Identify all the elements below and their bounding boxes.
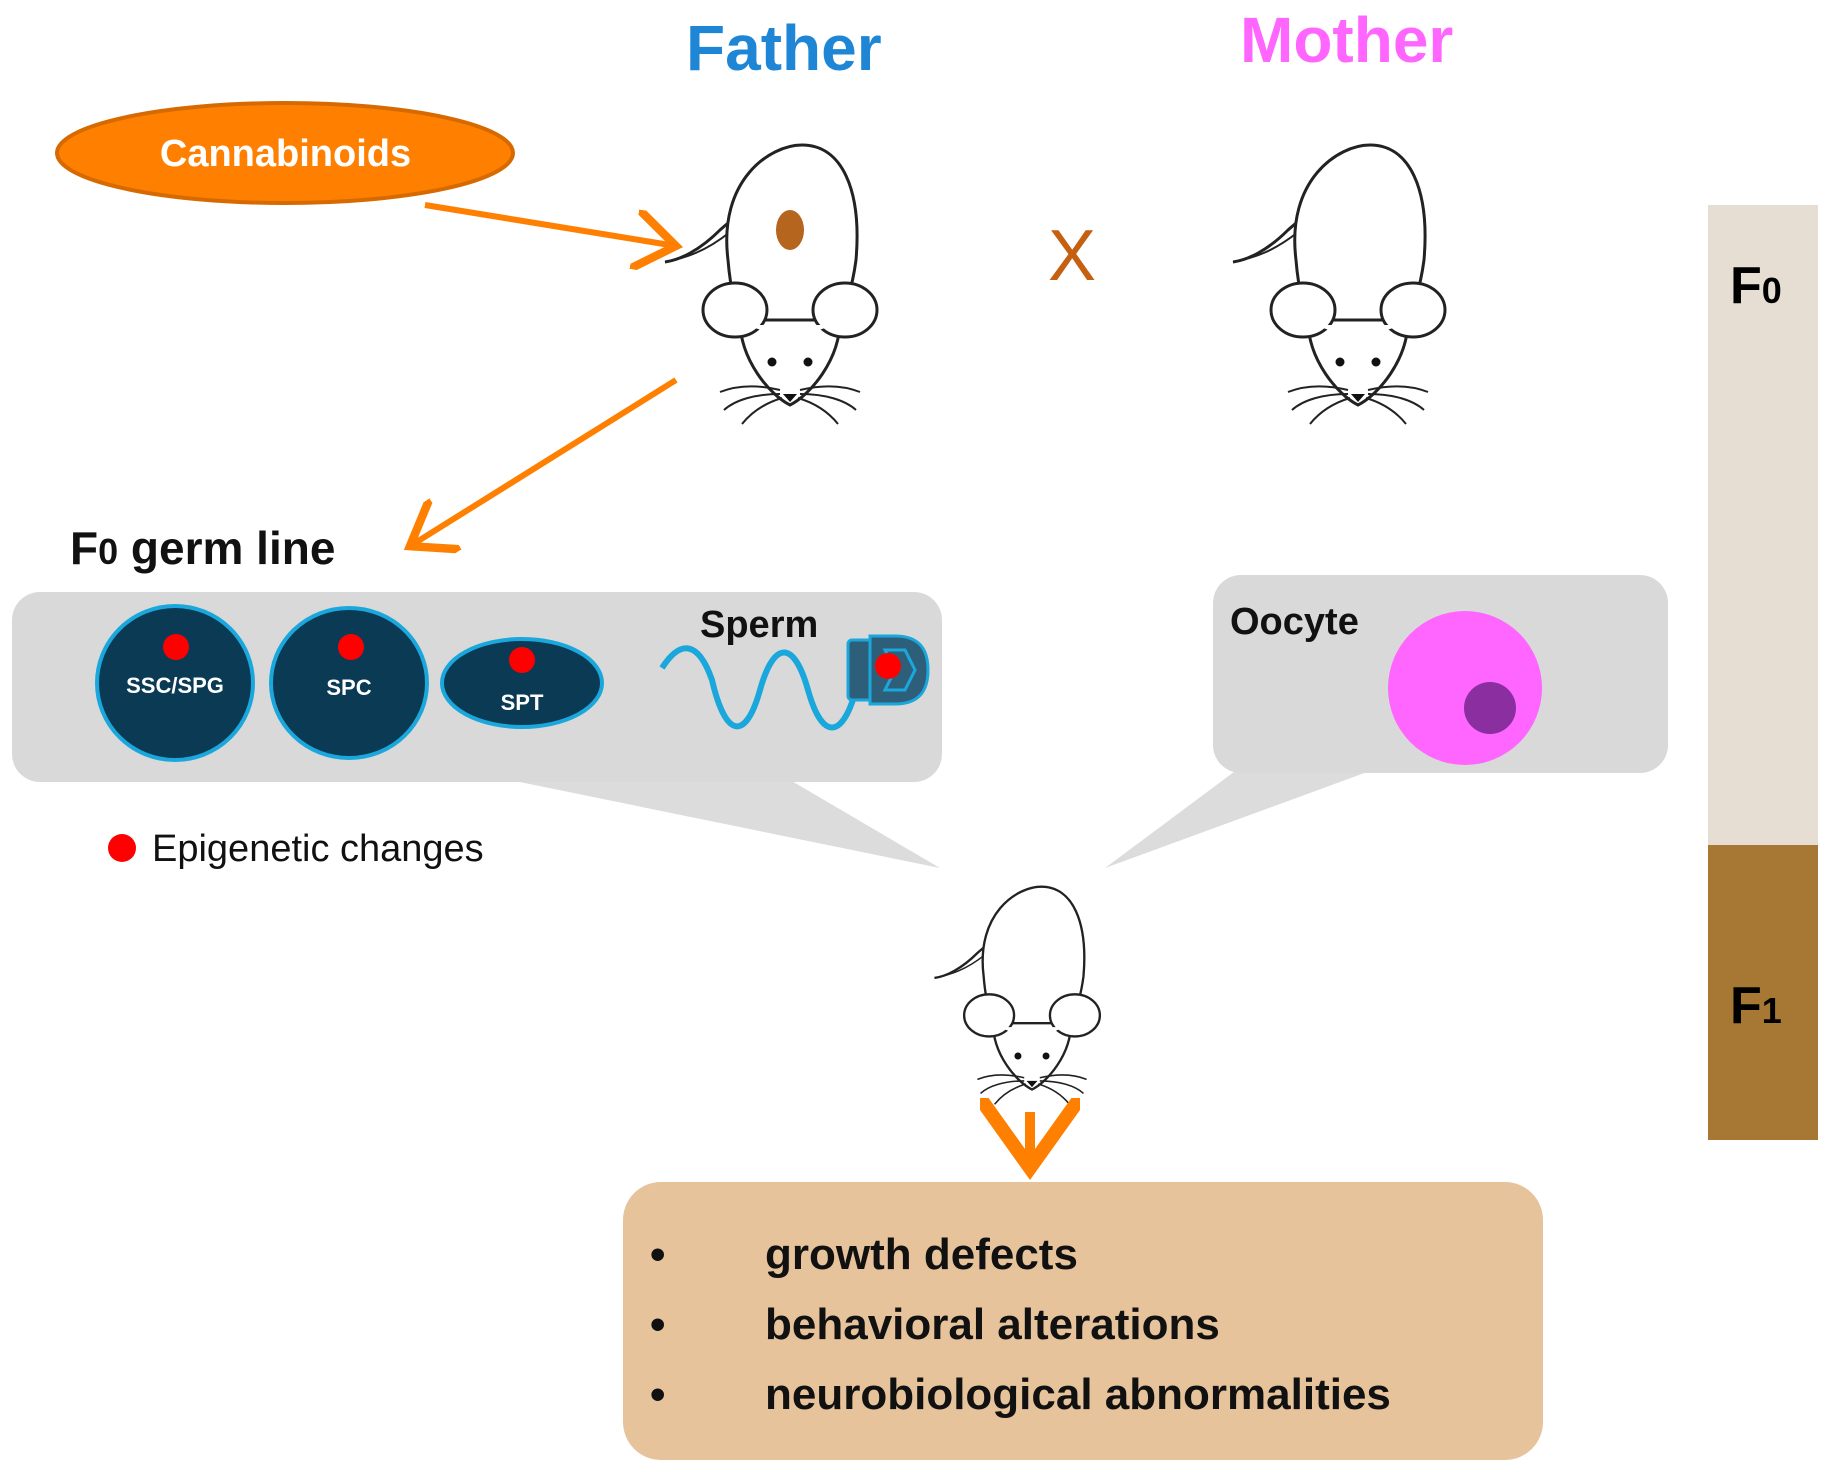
spc-cell: [269, 606, 429, 760]
cannabinoids-ellipse: [55, 101, 515, 205]
father-to-germline-arrow: [415, 377, 678, 543]
epigenetic-dot-icon: [875, 653, 901, 679]
germ-line-rest: germ line: [118, 522, 336, 574]
effects-box: [623, 1182, 1543, 1460]
generation-sub: 1: [1761, 990, 1782, 1031]
bullet: •: [650, 1300, 666, 1349]
offspring-mouse-icon: [933, 885, 1102, 1106]
germline-callout-pointer: [510, 780, 940, 868]
germ-line-sub: 0: [98, 531, 119, 572]
generation-sub: 0: [1761, 270, 1782, 311]
sperm-label: Sperm: [700, 604, 819, 646]
sperm-icon: [659, 634, 930, 731]
effect-item: • behavioral alterations: [620, 1300, 1220, 1350]
ssc-spg-label: SSC/SPG: [126, 673, 224, 698]
f1-generation-bar: [1708, 845, 1818, 1140]
father-title: Father: [686, 12, 882, 84]
spt-cell: [440, 637, 604, 729]
spc-label: SPC: [326, 675, 372, 700]
effect-item: • growth defects: [620, 1230, 1078, 1280]
cannabinoids-label: Cannabinoids: [159, 133, 412, 175]
spt-label: SPT: [500, 690, 544, 715]
oocyte-nucleus-icon: [1464, 682, 1516, 734]
mother-title: Mother: [1240, 4, 1454, 76]
bullet: •: [650, 1230, 666, 1279]
effect-text: behavioral alterations: [765, 1300, 1220, 1349]
cross-symbol: X: [1048, 216, 1097, 296]
cannabinoids-to-father-arrow: [424, 202, 670, 245]
epigenetic-dot-icon: [509, 647, 535, 673]
bullet: •: [650, 1370, 666, 1419]
f0-generation-bar: [1708, 205, 1818, 845]
ssc-spg-cell: [95, 604, 255, 762]
oocyte-label: Oocyte: [1230, 601, 1359, 643]
effect-text: neurobiological abnormalities: [765, 1370, 1391, 1419]
legend-label: Epigenetic changes: [152, 828, 484, 870]
effects-list: •growth defects •behavioral alterations …: [620, 1180, 1540, 1460]
oocyte-callout-pointer: [1105, 760, 1400, 868]
oocyte-icon: [1388, 611, 1542, 765]
brain-spot-icon: [776, 210, 804, 250]
epigenetic-dot-icon: [163, 634, 189, 660]
effect-item: • neurobiological abnormalities: [620, 1370, 1391, 1420]
generation-letter: F: [1730, 257, 1762, 315]
mother-mouse-icon: [1231, 143, 1447, 426]
epigenetic-dot-icon: [338, 634, 364, 660]
germ-line-title: F0 germ line: [70, 525, 335, 571]
germ-line-letter: F: [70, 522, 99, 574]
legend-dot-icon: [108, 834, 136, 862]
effect-text: growth defects: [765, 1230, 1078, 1279]
generation-letter: F: [1730, 977, 1762, 1035]
generation-f1-label: F1: [1730, 980, 1782, 1032]
father-mouse-icon: [663, 143, 879, 426]
generation-f0-label: F0: [1730, 260, 1782, 312]
